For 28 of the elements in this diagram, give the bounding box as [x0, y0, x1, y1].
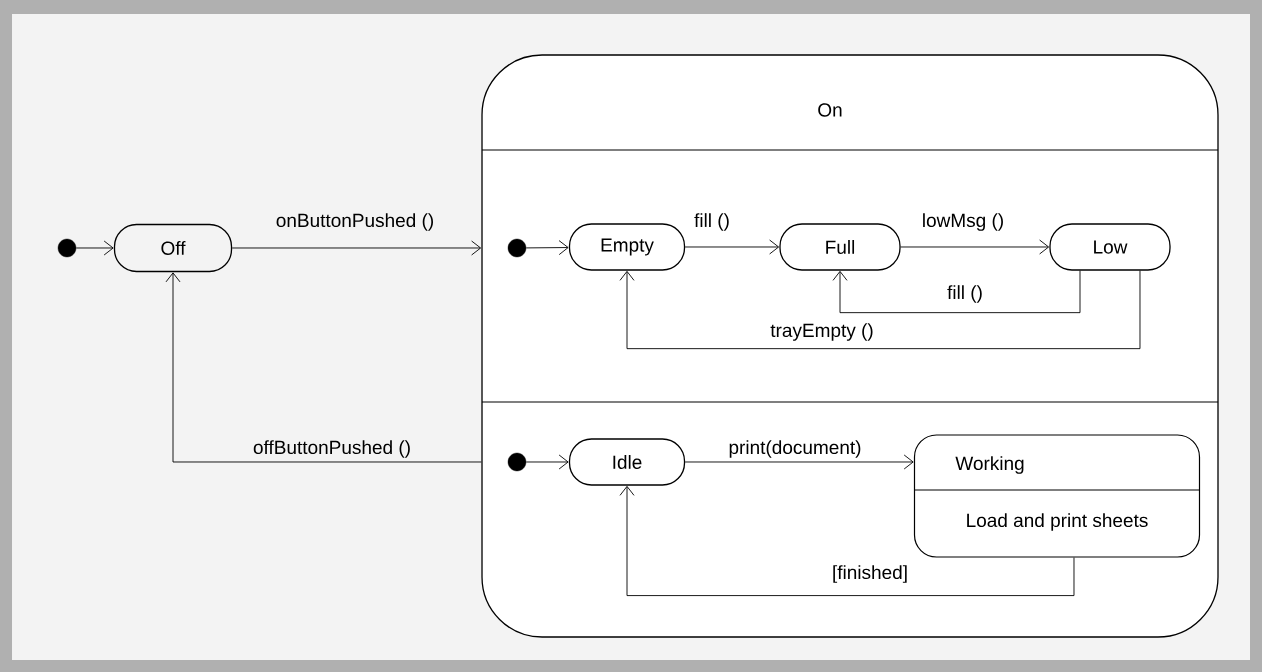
edge-label: fill ()	[947, 285, 982, 303]
state-box: Full	[779, 223, 901, 271]
initial-state-dot	[57, 238, 77, 258]
edge-label: [finished]	[833, 565, 907, 583]
state-box: Working Load and print sheets	[913, 434, 1201, 558]
state-box: Empty	[568, 223, 686, 271]
arrow	[75, 240, 114, 256]
arrow	[832, 270, 1081, 314]
initial-state-dot	[507, 452, 527, 472]
initial-state-dot	[507, 238, 527, 258]
edge-label: lowMsg ()	[923, 213, 1003, 231]
state-box: Idle	[568, 438, 686, 486]
edge-label: fill ()	[694, 213, 729, 231]
arrow	[619, 270, 1141, 350]
edge-label: trayEmpty ()	[770, 323, 873, 341]
state-box: Off	[113, 223, 233, 273]
arrow	[165, 272, 482, 463]
arrow	[525, 454, 569, 470]
edge-label: print(document)	[729, 440, 861, 458]
arrow	[684, 239, 780, 255]
state-box: Low	[1049, 223, 1171, 271]
edge-label: offButtonPushed ()	[253, 440, 410, 458]
arrow	[231, 240, 482, 256]
arrow	[900, 239, 1050, 255]
edge-label: onButtonPushed ()	[276, 213, 433, 231]
arrow	[684, 454, 914, 470]
arrow	[619, 485, 1075, 597]
arrow	[525, 240, 569, 256]
